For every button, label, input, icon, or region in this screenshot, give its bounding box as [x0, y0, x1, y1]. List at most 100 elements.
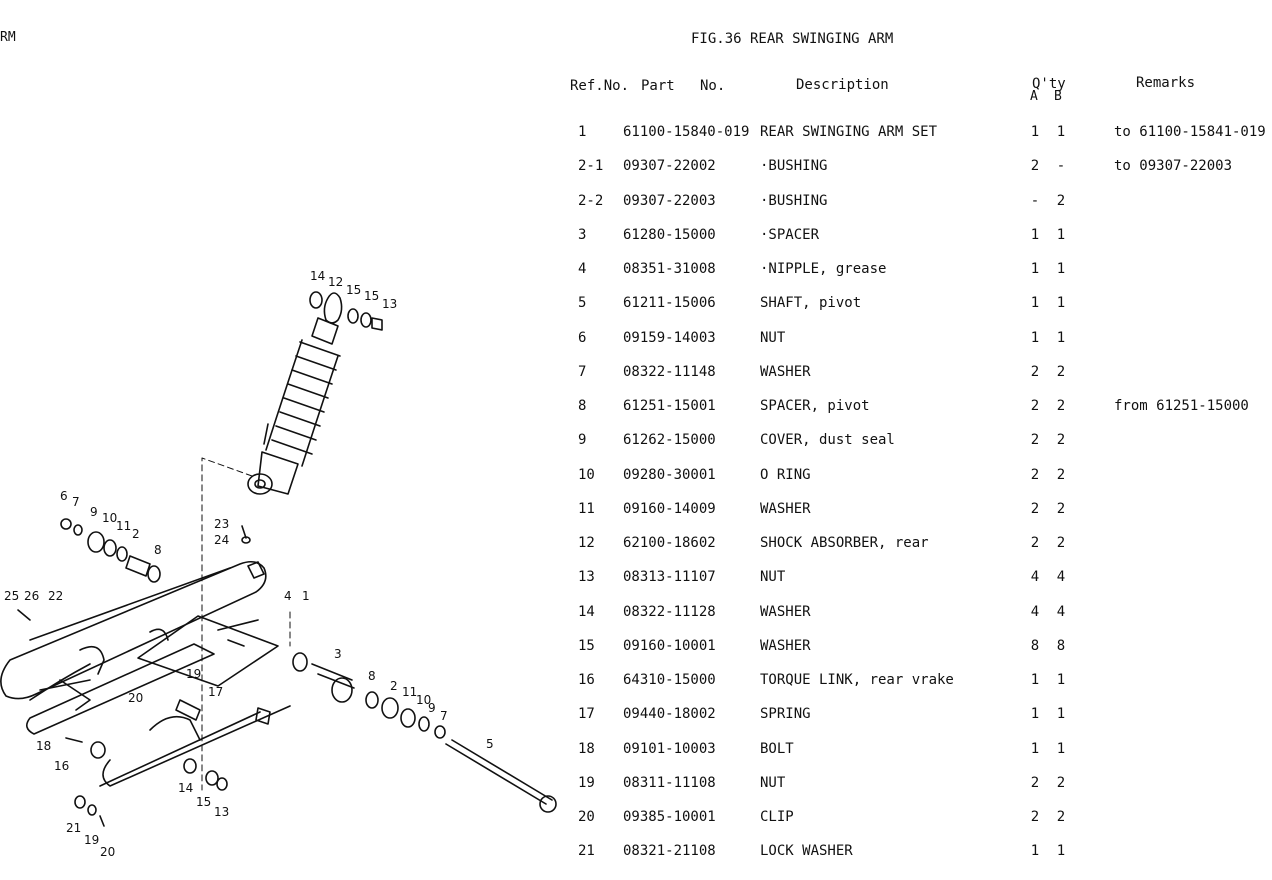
- callout-label: 13: [382, 297, 397, 311]
- qty-a-cell: 2: [1030, 535, 1040, 551]
- qty-a-cell: 1: [1030, 330, 1040, 346]
- table-row: 15 09160-10001 WASHER 8 8: [0, 637, 1272, 655]
- callout-label: 7: [440, 709, 448, 723]
- part-no-cell: 61262-15000: [623, 432, 716, 448]
- callout-label: 20: [128, 691, 143, 705]
- ref-no-cell: 1: [578, 124, 587, 140]
- ref-no-cell: 11: [578, 501, 595, 517]
- description-cell: WASHER: [760, 604, 811, 620]
- callout-label: 8: [154, 543, 162, 557]
- qty-b-cell: 1: [1056, 295, 1066, 311]
- callout-label: 24: [214, 533, 229, 547]
- description-cell: WASHER: [760, 364, 811, 380]
- qty-a-cell: 2: [1030, 364, 1040, 380]
- qty-a-cell: -: [1030, 193, 1040, 209]
- part-no-cell: 08351-31008: [623, 261, 716, 277]
- ref-no-cell: 14: [578, 604, 595, 620]
- table-row: 21 08321-21108 LOCK WASHER 1 1: [0, 842, 1272, 860]
- diagram-callouts: 14 12 15 15 13 6 7 9 10 11 2 8 23 24 25 …: [4, 269, 494, 859]
- qty-b-cell: 1: [1056, 330, 1066, 346]
- callout-label: 5: [486, 737, 494, 751]
- qty-a-cell: 4: [1030, 569, 1040, 585]
- table-row: 10 09280-30001 O RING 2 2: [0, 466, 1272, 484]
- ref-no-cell: 2-2: [578, 193, 604, 209]
- part-no-cell: 08322-11148: [623, 364, 716, 380]
- swing-arm-drawing: [0, 560, 291, 787]
- callout-label: 26: [24, 589, 39, 603]
- part-no-cell: 08322-11128: [623, 604, 716, 620]
- callout-label: 17: [208, 685, 223, 699]
- qty-a-cell: 1: [1030, 227, 1040, 243]
- description-cell: O RING: [760, 467, 811, 483]
- part-no-cell: 61211-15006: [623, 295, 716, 311]
- part-no-cell: 09159-14003: [623, 330, 716, 346]
- callout-label: 13: [214, 805, 229, 819]
- description-cell: NUT: [760, 775, 786, 791]
- callout-label: 12: [328, 275, 343, 289]
- description-cell: ·BUSHING: [760, 158, 828, 174]
- description-cell: SHOCK ABSORBER, rear: [760, 535, 929, 551]
- part-no-cell: 61280-15000: [623, 227, 716, 243]
- description-cell: BOLT: [760, 741, 794, 757]
- header-part: Part: [641, 78, 675, 94]
- callout-label: 10: [102, 511, 117, 525]
- callout-label: 14: [310, 269, 325, 283]
- qty-a-cell: 1: [1030, 672, 1040, 688]
- callout-label: 25: [4, 589, 19, 603]
- qty-a-cell: 2: [1030, 467, 1040, 483]
- ref-no-cell: 16: [578, 672, 595, 688]
- table-row: 7 08322-11148 WASHER 2 2: [0, 363, 1272, 381]
- remarks-cell: to 61100-15841-019: [1114, 124, 1266, 140]
- ref-no-cell: 6: [578, 330, 587, 346]
- qty-a-cell: 2: [1030, 398, 1040, 414]
- qty-b-cell: 4: [1056, 569, 1066, 585]
- qty-b-cell: 8: [1056, 638, 1066, 654]
- description-cell: WASHER: [760, 638, 811, 654]
- callout-label: 15: [196, 795, 211, 809]
- part-no-cell: 09160-10001: [623, 638, 716, 654]
- table-row: 3 61280-15000 ·SPACER 1 1: [0, 226, 1272, 244]
- table-row: 1 61100-15840-019 REAR SWINGING ARM SET …: [0, 123, 1272, 141]
- header-ref-no: Ref.No.: [570, 78, 630, 94]
- table-row: 13 08313-11107 NUT 4 4: [0, 568, 1272, 586]
- part-no-cell: 08311-11108: [623, 775, 716, 791]
- table-row: 9 61262-15000 COVER, dust seal 2 2: [0, 431, 1272, 449]
- qty-b-cell: 2: [1056, 535, 1066, 551]
- ref-no-cell: 10: [578, 467, 595, 483]
- callout-label: 15: [364, 289, 379, 303]
- callout-label: 23: [214, 517, 229, 531]
- pivot-parts-drawing: [292, 652, 557, 813]
- ref-no-cell: 4: [578, 261, 587, 277]
- callout-label: 3: [334, 647, 342, 661]
- qty-a-cell: 1: [1030, 295, 1040, 311]
- description-cell: SHAFT, pivot: [760, 295, 862, 311]
- ref-no-cell: 17: [578, 706, 595, 722]
- callout-label: 19: [84, 833, 99, 847]
- qty-b-cell: 2: [1056, 364, 1066, 380]
- shock-absorber-drawing: [247, 291, 383, 495]
- qty-a-cell: 2: [1030, 432, 1040, 448]
- qty-a-cell: 1: [1030, 843, 1040, 859]
- table-row: 2-2 09307-22003 ·BUSHING - 2: [0, 192, 1272, 210]
- figure-title: FIG.36 REAR SWINGING ARM: [691, 31, 894, 47]
- table-row: 5 61211-15006 SHAFT, pivot 1 1: [0, 294, 1272, 312]
- qty-b-cell: 2: [1056, 193, 1066, 209]
- callout-label: 2: [132, 527, 140, 541]
- callout-label: 22: [48, 589, 63, 603]
- header-qty: Q'ty: [1032, 76, 1066, 92]
- callout-label: 6: [60, 489, 68, 503]
- table-row: 11 09160-14009 WASHER 2 2: [0, 500, 1272, 518]
- description-cell: ·SPACER: [760, 227, 820, 243]
- description-cell: ·BUSHING: [760, 193, 828, 209]
- qty-b-cell: 2: [1056, 432, 1066, 448]
- ref-no-cell: 20: [578, 809, 595, 825]
- table-row: 16 64310-15000 TORQUE LINK, rear vrake 1…: [0, 671, 1272, 689]
- callout-label: 9: [90, 505, 98, 519]
- part-no-cell: 09280-30001: [623, 467, 716, 483]
- description-cell: COVER, dust seal: [760, 432, 895, 448]
- qty-a-cell: 8: [1030, 638, 1040, 654]
- header-description: Description: [796, 77, 889, 93]
- qty-b-cell: 1: [1056, 261, 1066, 277]
- remarks-cell: to 09307-22003: [1114, 158, 1233, 174]
- qty-b-cell: 4: [1056, 604, 1066, 620]
